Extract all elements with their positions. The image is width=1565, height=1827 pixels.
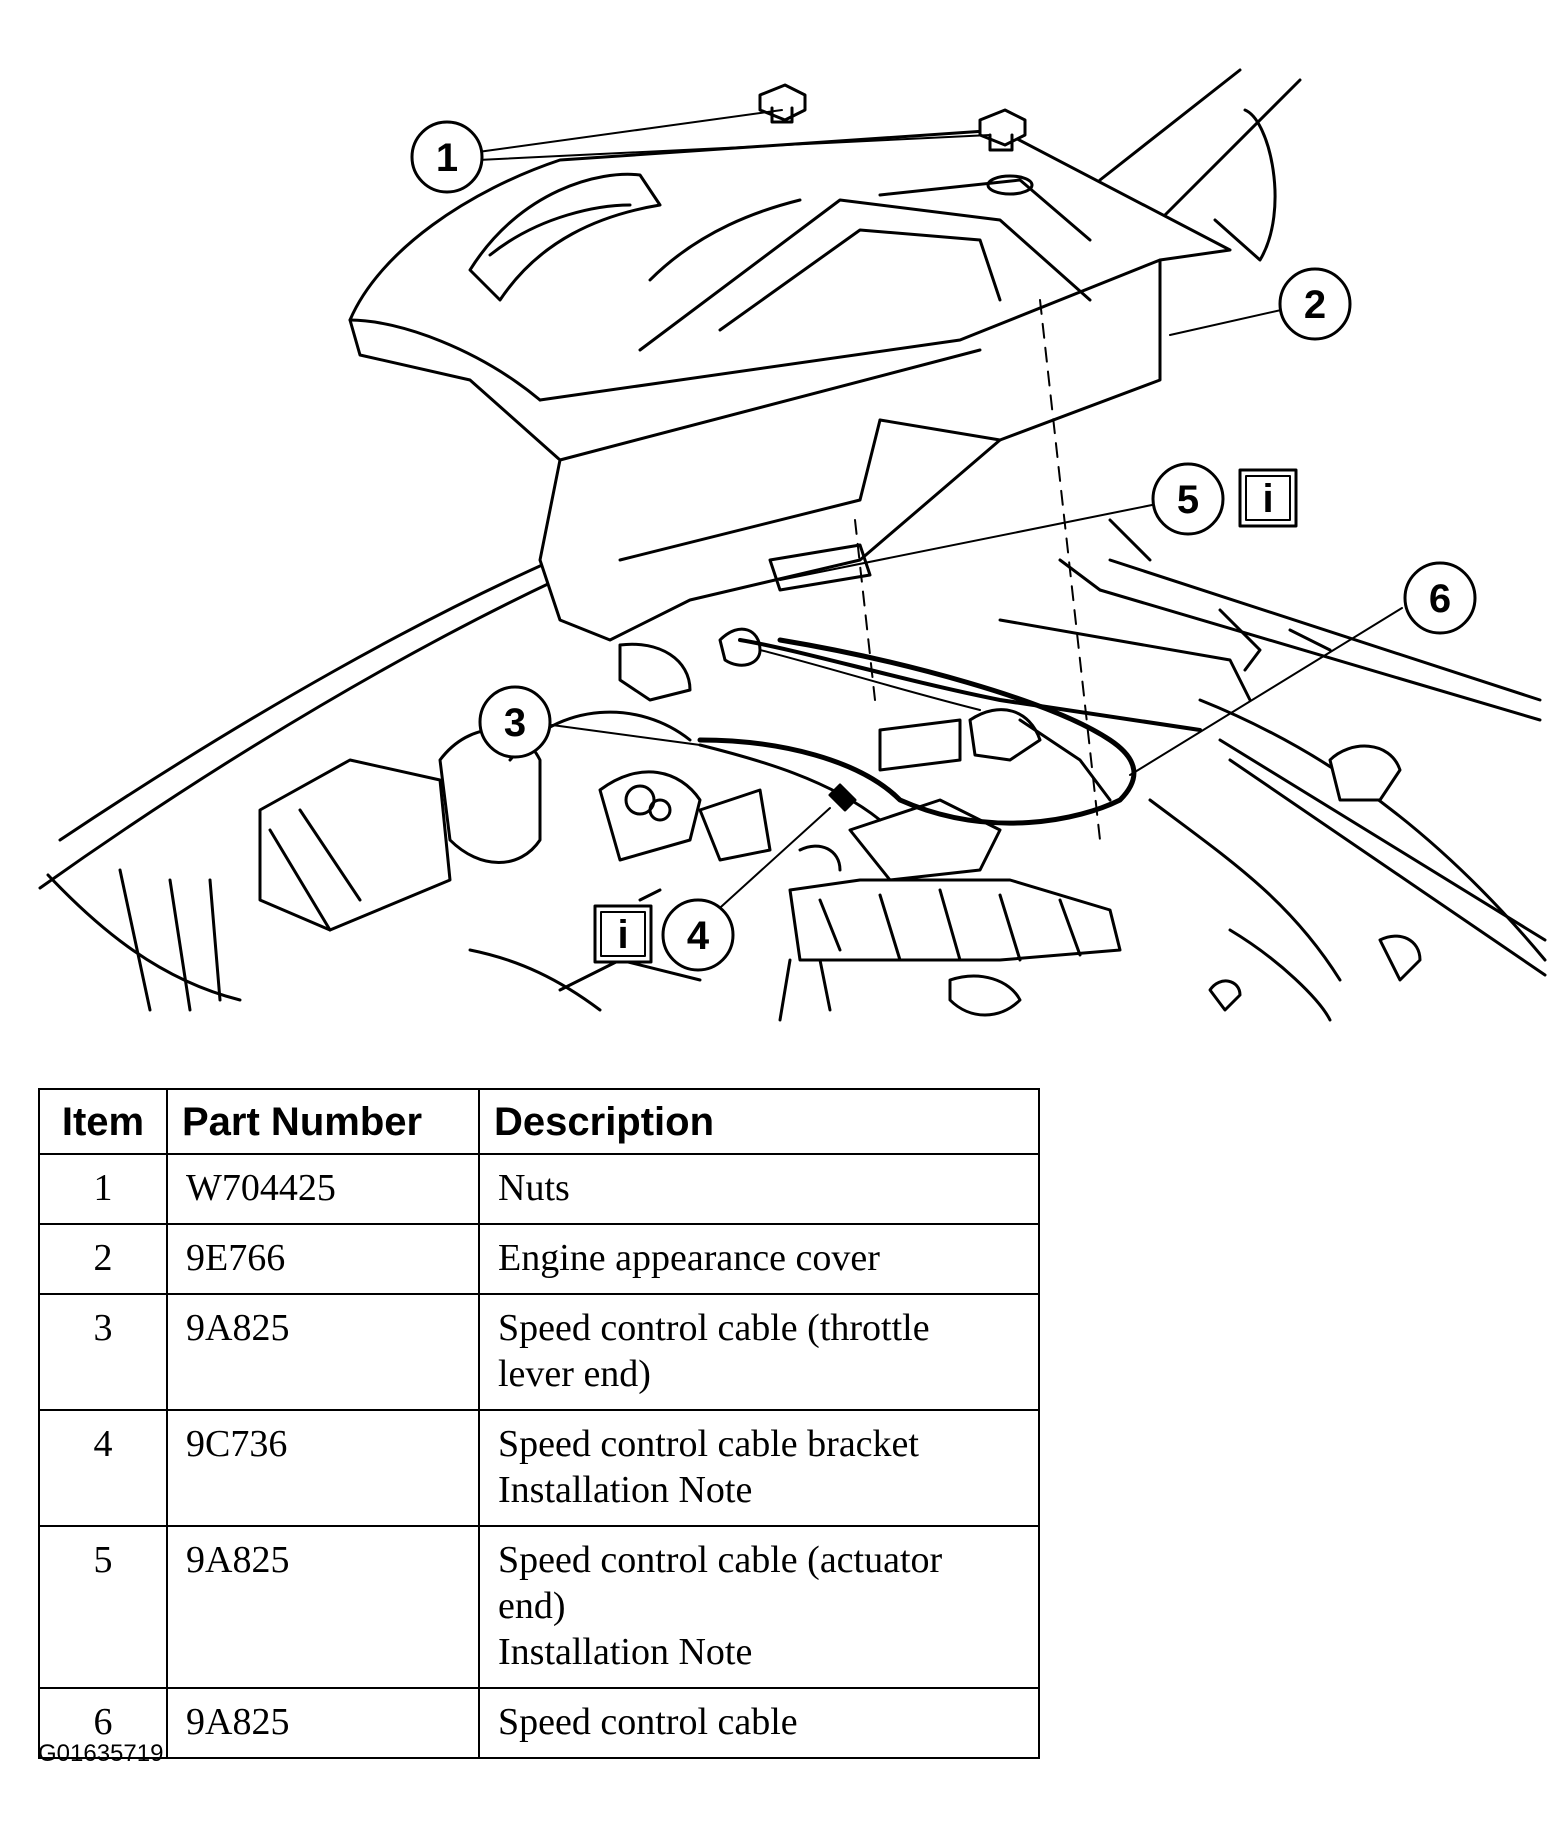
engine-components	[258, 627, 1122, 1022]
speed-control-cable	[697, 637, 1202, 826]
callout-3-label: 3	[504, 701, 526, 745]
part-number: 9E766	[166, 1223, 480, 1295]
engine-appearance-cover	[348, 128, 1232, 642]
part-number: 9A825	[166, 1687, 480, 1759]
description-line: Installation Note	[498, 1469, 753, 1511]
info-marker-5: i	[1238, 468, 1298, 528]
header-description: Description	[478, 1088, 1040, 1155]
info-marker-4: i	[593, 904, 653, 964]
description-line: Nuts	[498, 1167, 570, 1209]
header-item: Item	[38, 1088, 168, 1155]
part-number: W704425	[166, 1153, 480, 1225]
description: Engine appearance cover	[478, 1223, 1040, 1295]
firewall-lines	[1098, 68, 1302, 262]
description-line: Speed control cable (actuator	[498, 1539, 943, 1581]
description-line: Speed control cable bracket	[498, 1423, 919, 1465]
description-line: Speed control cable	[498, 1701, 798, 1743]
figure-id: G01635719	[38, 1740, 164, 1767]
part-number: 9C736	[166, 1409, 480, 1527]
item-number: 5	[38, 1525, 168, 1689]
part-number: 9A825	[166, 1525, 480, 1689]
item-number: 2	[38, 1223, 168, 1295]
callout-5: 5	[1151, 462, 1225, 536]
info-icon: i	[1262, 477, 1273, 521]
description: Nuts	[478, 1153, 1040, 1225]
callout-1-label: 1	[436, 136, 458, 180]
callout-1: 1	[410, 120, 484, 194]
description-line: Engine appearance cover	[498, 1237, 880, 1279]
vehicle-body-outline	[38, 518, 1547, 1022]
leader-lines	[477, 109, 1403, 936]
callout-4-label: 4	[687, 914, 710, 958]
callout-2: 2	[1278, 267, 1352, 341]
item-number: 4	[38, 1409, 168, 1527]
callout-5-label: 5	[1177, 478, 1199, 522]
header-part-number: Part Number	[166, 1088, 480, 1155]
item-number: 6	[38, 1687, 168, 1759]
callout-6: 6	[1403, 561, 1477, 635]
description: Speed control cable	[478, 1687, 1040, 1759]
part-number: 9A825	[166, 1293, 480, 1411]
table-header-row: Item Part Number Description	[38, 1088, 1040, 1155]
callout-3: 3	[478, 685, 552, 759]
info-icon: i	[617, 913, 628, 957]
description-line: lever end)	[498, 1353, 651, 1395]
description-line: end)	[498, 1585, 566, 1627]
engine-cover-diagram: 1 2 3 4 5 6 i i	[38, 68, 1547, 1022]
item-number: 3	[38, 1293, 168, 1411]
callout-4: 4	[661, 898, 735, 972]
description-line: Installation Note	[498, 1631, 753, 1673]
item-number: 1	[38, 1153, 168, 1225]
description-line: Speed control cable (throttle	[498, 1307, 930, 1349]
callout-2-label: 2	[1304, 283, 1326, 327]
callout-6-label: 6	[1429, 577, 1451, 621]
